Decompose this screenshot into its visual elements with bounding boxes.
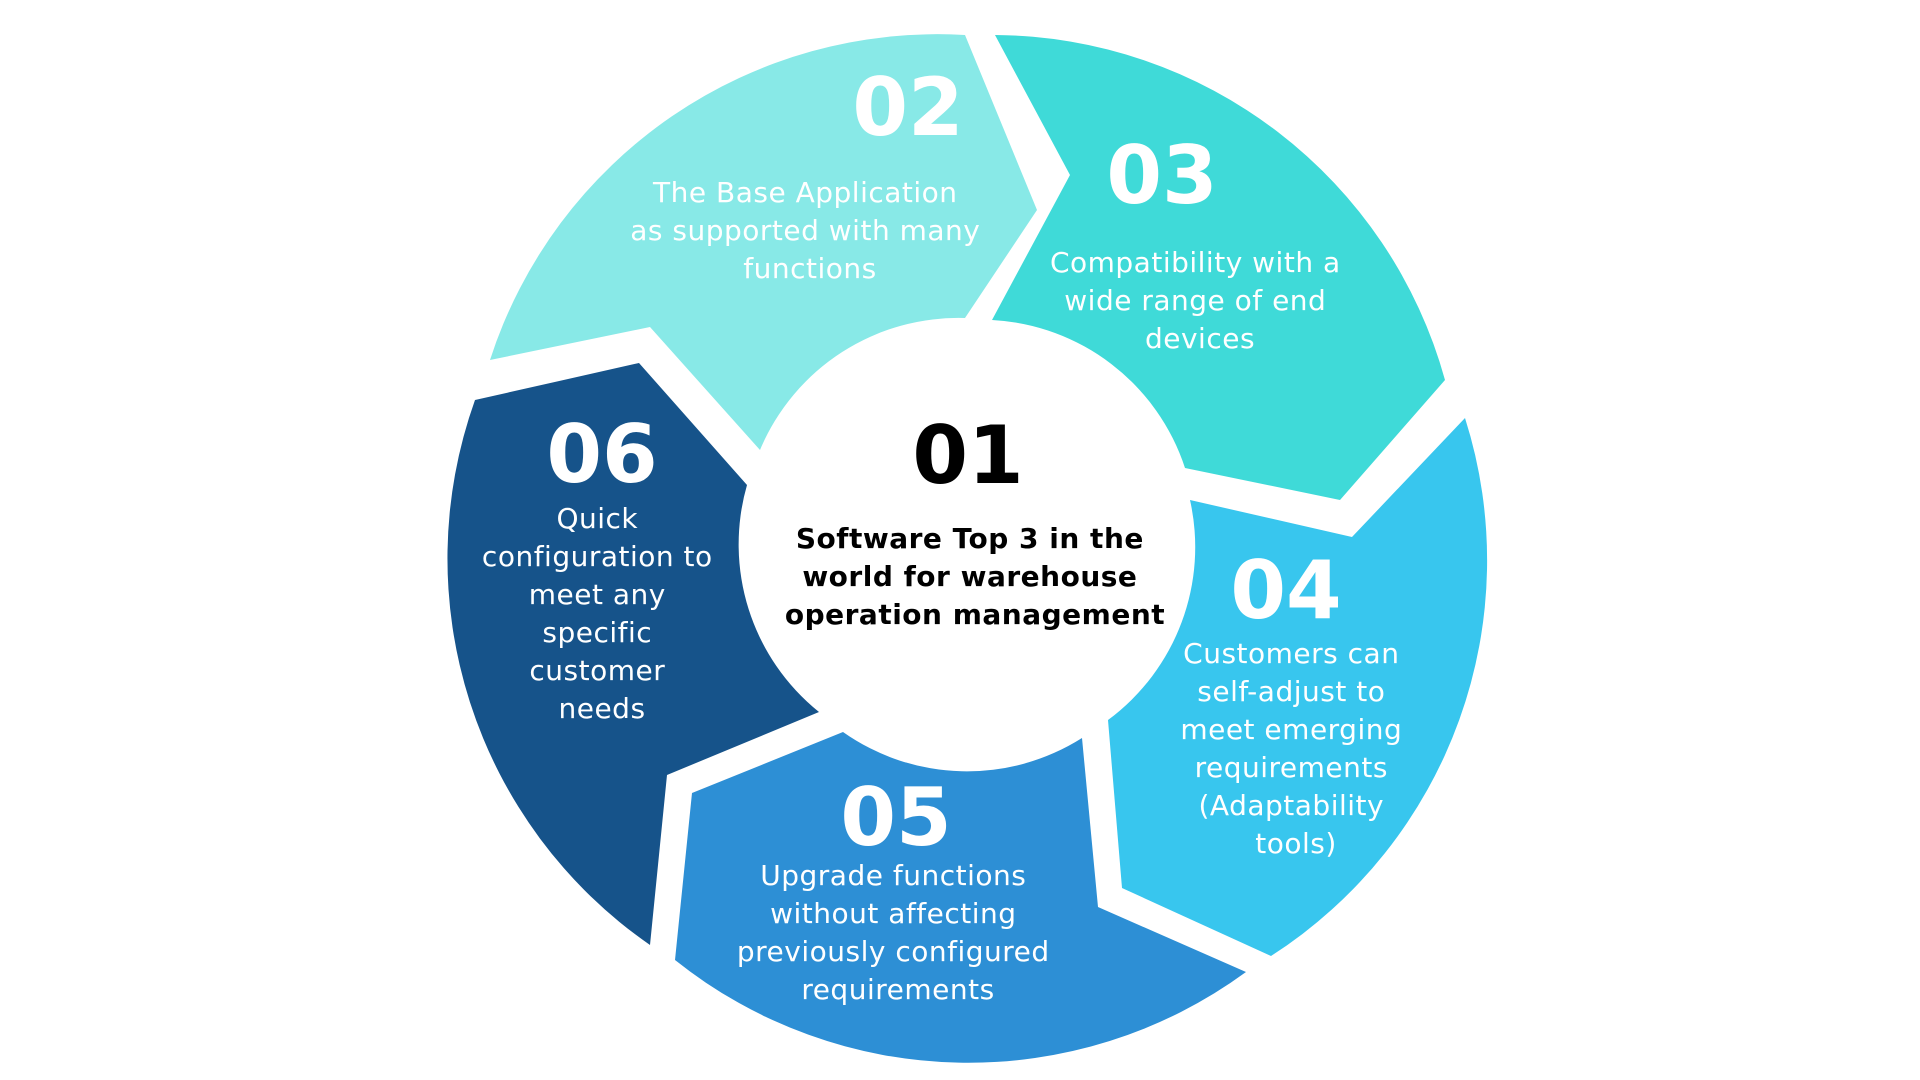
segment-04-text-line: tools) xyxy=(1255,827,1337,860)
segment-03-text-line: Compatibility with a xyxy=(1050,246,1341,279)
segment-05-text: Upgrade functions without affecting prev… xyxy=(737,859,1059,1006)
segment-04-text: Customers can self-adjust to meet emergi… xyxy=(1180,637,1411,860)
segment-04: 04 Customers can self-adjust to meet eme… xyxy=(1108,418,1488,956)
segment-05-shape xyxy=(675,732,1246,1063)
segment-06-text-line: Quick xyxy=(556,502,638,535)
segment-05-number: 05 xyxy=(840,771,951,864)
segment-04-text-line: meet emerging xyxy=(1180,713,1402,746)
segment-02-text-line: functions xyxy=(743,252,876,285)
center-text: Software Top 3 in the world for warehous… xyxy=(785,522,1165,631)
segment-02: 02 The Base Application as supported wit… xyxy=(490,34,1037,450)
center-hub: 01 Software Top 3 in the world for wareh… xyxy=(753,333,1177,757)
segment-06: 06 Quick configuration to meet any speci… xyxy=(447,363,819,945)
segment-03-number: 03 xyxy=(1106,129,1217,222)
segment-06-text-line: meet any xyxy=(529,578,666,611)
segment-02-number: 02 xyxy=(852,61,963,154)
segment-02-text-line: The Base Application xyxy=(652,176,958,209)
segment-02-text-line: as supported with many xyxy=(630,214,980,247)
segment-05-text-line: Upgrade functions xyxy=(760,859,1026,892)
center-number: 01 xyxy=(912,409,1023,502)
segment-06-shape xyxy=(447,363,819,945)
segment-06-text-line: specific xyxy=(542,616,652,649)
segment-03-text: Compatibility with a wide range of end d… xyxy=(1050,246,1350,355)
segment-04-text-line: Customers can xyxy=(1183,637,1399,670)
segment-06-number: 06 xyxy=(546,408,657,501)
center-text-line: Software Top 3 in the xyxy=(796,522,1144,555)
segment-04-number: 04 xyxy=(1230,544,1341,637)
segment-05-text-line: requirements xyxy=(801,973,994,1006)
center-circle xyxy=(753,333,1177,757)
segment-03-text-line: wide range of end xyxy=(1064,284,1326,317)
segment-05-text-line: without affecting xyxy=(770,897,1016,930)
segment-02-shape xyxy=(490,34,1037,450)
segment-06-text-line: customer xyxy=(529,654,665,687)
segment-05-text-line: previously configured xyxy=(737,935,1050,968)
segment-05: 05 Upgrade functions without affecting p… xyxy=(675,732,1246,1063)
segment-02-text: The Base Application as supported with m… xyxy=(630,176,990,285)
segment-03: 03 Compatibility with a wide range of en… xyxy=(992,35,1445,500)
center-text-line: operation management xyxy=(785,598,1165,631)
segment-04-shape xyxy=(1108,418,1488,956)
segment-06-text-line: needs xyxy=(558,692,645,725)
segment-03-shape xyxy=(992,35,1445,500)
segment-03-text-line: devices xyxy=(1145,322,1255,355)
segment-04-text-line: requirements xyxy=(1195,751,1388,784)
segment-04-text-line: self-adjust to xyxy=(1197,675,1385,708)
segment-04-text-line: (Adaptability xyxy=(1199,789,1385,822)
center-text-line: world for warehouse xyxy=(802,560,1137,593)
segment-06-text: Quick configuration to meet any specific… xyxy=(482,502,722,725)
segment-06-text-line: configuration to xyxy=(482,540,713,573)
